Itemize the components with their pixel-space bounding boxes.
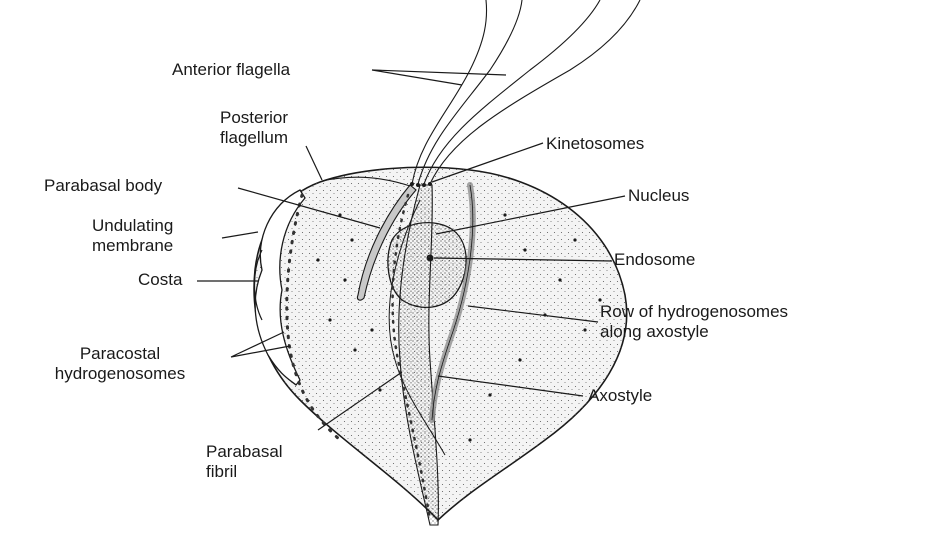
cell-stipple — [254, 167, 627, 520]
label-endosome: Endosome — [614, 250, 695, 270]
anterior-flagella-strands — [412, 0, 640, 184]
label-posterior-flagellum: Posterior flagellum — [220, 108, 288, 148]
label-anterior-flagella: Anterior flagella — [172, 60, 290, 80]
label-parabasal-fibril: Parabasal fibril — [206, 442, 283, 482]
leader-posterior-flagellum — [306, 146, 322, 180]
label-parabasal-body: Parabasal body — [44, 176, 162, 196]
label-axostyle: Axostyle — [588, 386, 652, 406]
label-undulating-membrane: Undulating membrane — [92, 216, 173, 256]
label-paracostal-hydrogenosomes: Paracostal hydrogenosomes — [8, 344, 232, 384]
leader-anterior-flagella — [372, 70, 506, 85]
leader-undulating-membrane — [222, 232, 258, 238]
label-kinetosomes: Kinetosomes — [546, 134, 644, 154]
label-costa: Costa — [138, 270, 182, 290]
label-row-of-hydrogenosomes: Row of hydrogenosomes along axostyle — [600, 302, 788, 342]
label-nucleus: Nucleus — [628, 186, 689, 206]
